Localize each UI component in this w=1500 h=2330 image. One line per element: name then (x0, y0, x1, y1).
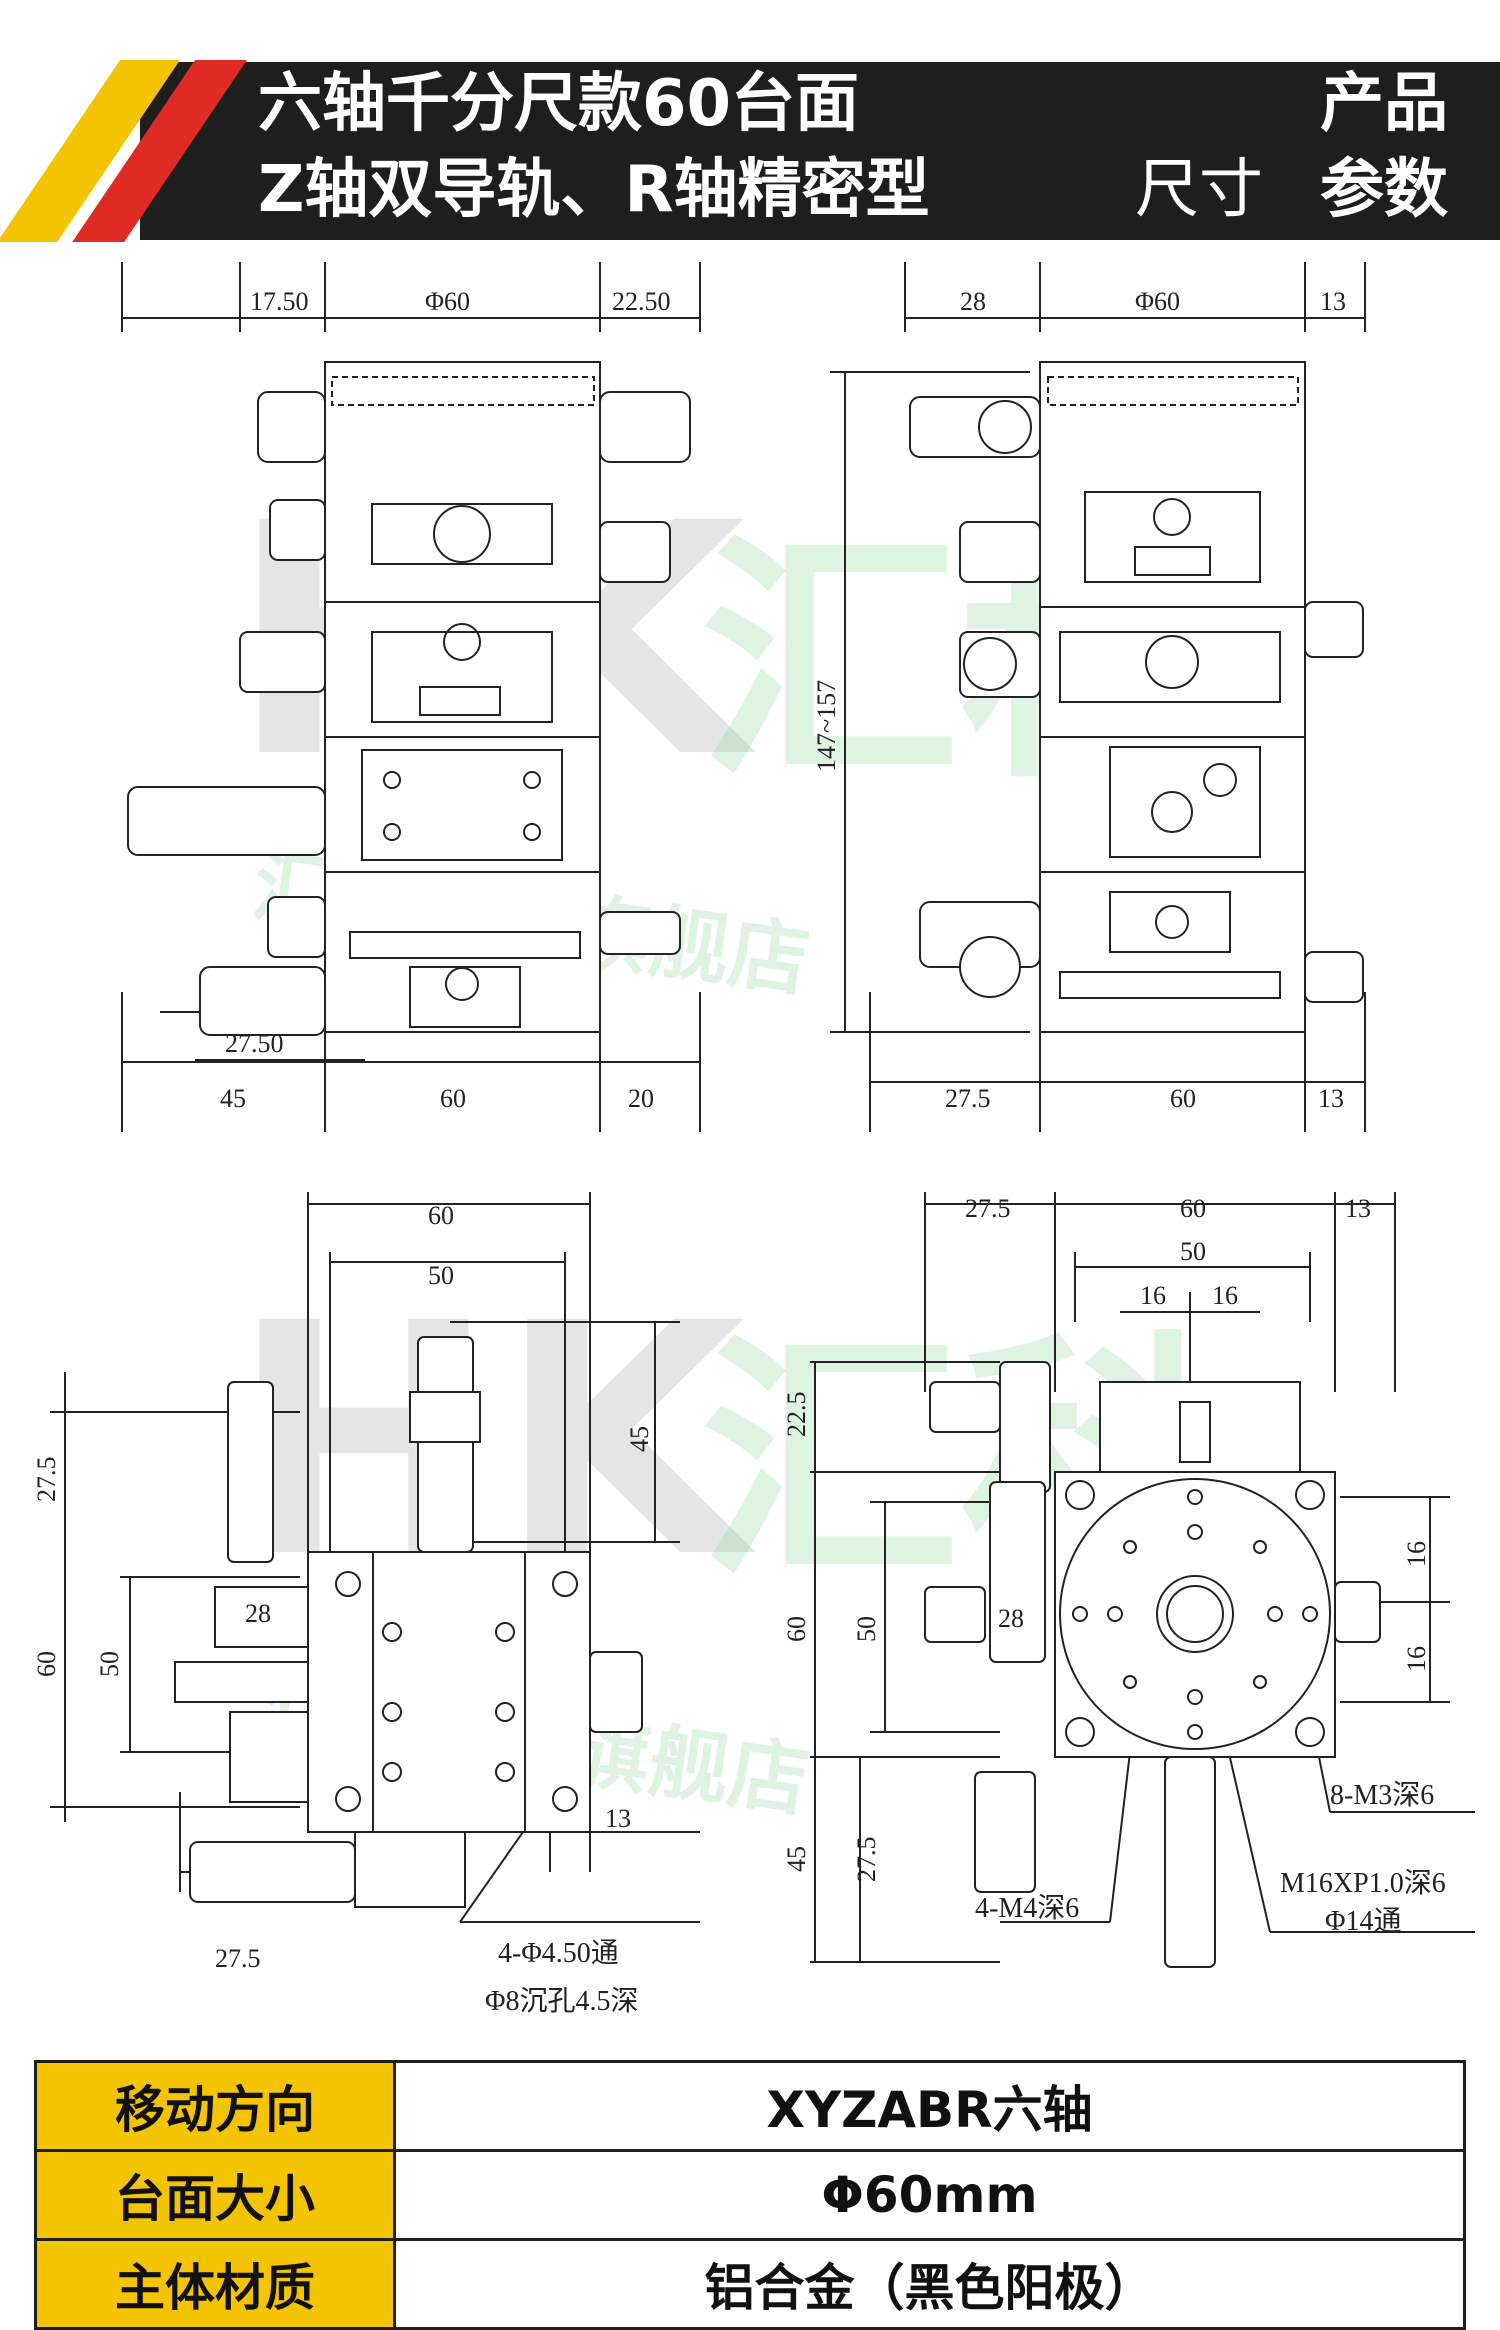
spec-row: 主体材质 铝合金（黑色阳极） (34, 2238, 1466, 2330)
dim-phi60-left: Φ60 (425, 287, 470, 316)
dim-45-top: 45 (625, 1426, 654, 1452)
front-left-dims: 17.50 Φ60 22.50 27.50 45 60 20 (220, 287, 671, 1113)
note-m4: 4-M4深6 (975, 1893, 1079, 1924)
dim-22-5-tr: 22.5 (782, 1392, 811, 1438)
dim-28-top-left: 28 (245, 1599, 271, 1628)
dim-28-top: 28 (960, 287, 986, 316)
dim-27-5-tr: 27.5 (965, 1194, 1011, 1223)
dim-27-5-bottom: 27.5 (215, 1944, 261, 1973)
spec-label: 台面大小 (34, 2149, 396, 2241)
dim-phi60-right: Φ60 (1135, 287, 1180, 316)
header-right-top: 产品 (1320, 67, 1448, 141)
dim-60-side: 60 (32, 1651, 61, 1677)
watermark: HK 汇科 HK 汇科 汇科官方旗舰店 汇科官方旗舰店 (230, 456, 1220, 1829)
header-right-bottom-light: 尺寸 (1135, 153, 1263, 227)
dim-28-tr: 28 (998, 1604, 1024, 1633)
dim-16-tr-v2: 16 (1402, 1646, 1431, 1672)
dim-60-tr: 60 (1180, 1194, 1206, 1223)
spec-row: 台面大小 Φ60mm (34, 2149, 1466, 2241)
dim-17-50: 17.50 (250, 287, 309, 316)
spec-row: 移动方向 XYZABR六轴 (34, 2060, 1466, 2152)
header-banner: 六轴千分尺款60台面 Z轴双导轨、R轴精密型 产品 尺寸 参数 (0, 0, 1500, 242)
spec-label: 主体材质 (34, 2238, 396, 2330)
note-m3: 8-M3深6 (1330, 1780, 1434, 1811)
front-right-view (830, 262, 1366, 1132)
dim-45-left: 45 (220, 1084, 246, 1113)
title-line-2: Z轴双导轨、R轴精密型 (258, 153, 930, 227)
spec-value: Φ60mm (393, 2149, 1466, 2241)
dim-27-5-side: 27.5 (32, 1457, 61, 1503)
note-m16: M16XP1.0深6 (1280, 1868, 1446, 1899)
dim-16-tr-left: 16 (1140, 1281, 1166, 1310)
title-line-1: 六轴千分尺款60台面 (258, 67, 860, 141)
note-through-holes: 4-Φ4.50通 (498, 1938, 619, 1969)
header-dark-band (140, 62, 1500, 240)
spec-value: XYZABR六轴 (393, 2060, 1466, 2152)
technical-drawing: HK 汇科 HK 汇科 汇科官方旗舰店 汇科官方旗舰店 (32, 262, 1475, 2017)
dim-13-top: 13 (1320, 287, 1346, 316)
dim-45-tr: 45 (782, 1846, 811, 1872)
top-left-view (50, 1192, 700, 1923)
dim-50-side: 50 (95, 1651, 124, 1677)
spec-value: 铝合金（黑色阳极） (393, 2238, 1466, 2330)
front-right-dims: 28 Φ60 13 147~157 27.5 60 13 (812, 287, 1346, 1113)
dim-27-50: 27.50 (225, 1029, 284, 1058)
dim-27-5-front: 27.5 (945, 1084, 991, 1113)
dim-13-top-left: 13 (605, 1804, 631, 1833)
dim-height-range: 147~157 (812, 680, 841, 772)
header-right-bottom-bold: 参数 (1320, 153, 1448, 227)
dim-50-tr-side: 50 (852, 1616, 881, 1642)
top-right-dims: 27.5 60 13 50 16 16 22.5 60 50 28 45 27.… (782, 1194, 1446, 1937)
dim-27-5-tr-side: 27.5 (852, 1837, 881, 1883)
dim-60-left: 60 (440, 1084, 466, 1113)
dim-16-tr-v1: 16 (1402, 1541, 1431, 1567)
note-phi14: Φ14通 (1325, 1906, 1401, 1937)
dim-22-50: 22.50 (612, 287, 671, 316)
spec-table: 移动方向 XYZABR六轴 台面大小 Φ60mm 主体材质 铝合金（黑色阳极） (34, 2060, 1466, 2330)
dim-50-tr: 50 (1180, 1237, 1206, 1266)
dim-13-tr: 13 (1345, 1194, 1371, 1223)
dim-20: 20 (628, 1084, 654, 1113)
dim-60-tr-side: 60 (782, 1616, 811, 1642)
dim-13-front: 13 (1318, 1084, 1344, 1113)
dim-60-front: 60 (1170, 1084, 1196, 1113)
top-left-dims: 60 50 45 27.5 60 50 28 13 27.5 4-Φ4.50通 … (32, 1201, 654, 2017)
spec-label: 移动方向 (34, 2060, 396, 2152)
note-counterbore: Φ8沉孔4.5深 (485, 1985, 638, 2017)
dim-60-top: 60 (428, 1201, 454, 1230)
top-right-view (810, 1192, 1475, 1968)
dim-16-tr-right: 16 (1212, 1281, 1238, 1310)
front-left-view (121, 262, 701, 1132)
dim-50-top: 50 (428, 1261, 454, 1290)
